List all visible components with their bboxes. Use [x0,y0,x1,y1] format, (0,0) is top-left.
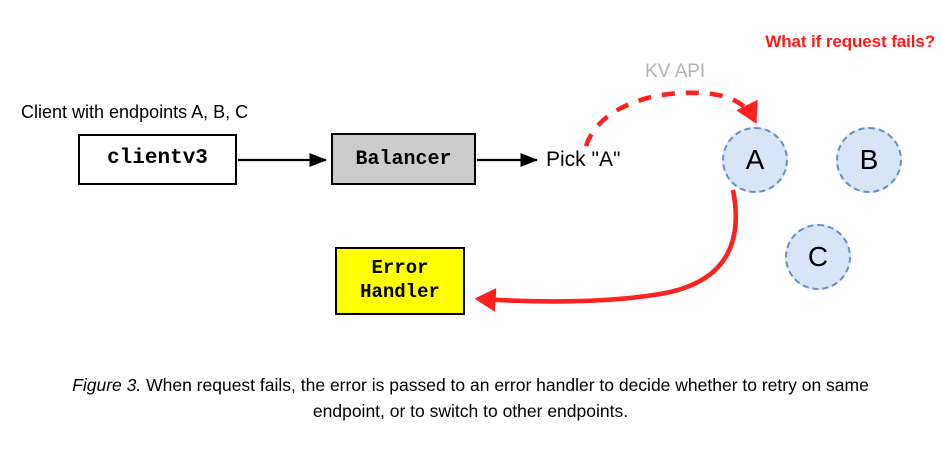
endpoint-circle-b: B [836,127,902,193]
endpoint-a-label: A [745,144,765,175]
figure-caption-label: Figure 3. [72,375,142,395]
kv-api-label: KV API [645,61,706,82]
figure-caption: Figure 3. When request fails, the error … [60,372,881,425]
endpoint-c-label: C [807,241,829,272]
error-handler-node: Error Handler [335,247,465,315]
endpoint-circle-c: C [785,224,851,290]
clientv3-node-label: clientv3 [107,147,208,171]
error-handler-line2: Handler [360,281,440,303]
edge-endpoint-a-to-error-handler [474,189,738,312]
endpoint-circle-a: A [722,127,788,193]
balancer-node-label: Balancer [355,147,452,171]
what-if-request-fails-annotation: What if request fails? [765,32,935,51]
error-handler-line1: Error [371,257,429,280]
endpoint-b-label: B [859,144,879,175]
balancer-node: Balancer [331,133,476,185]
clientv3-node: clientv3 [78,134,237,185]
figure-caption-text: When request fails, the error is passed … [141,375,869,422]
client-endpoints-label: Client with endpoints A, B, C [21,102,249,122]
pick-a-label: Pick "A" [546,148,621,171]
